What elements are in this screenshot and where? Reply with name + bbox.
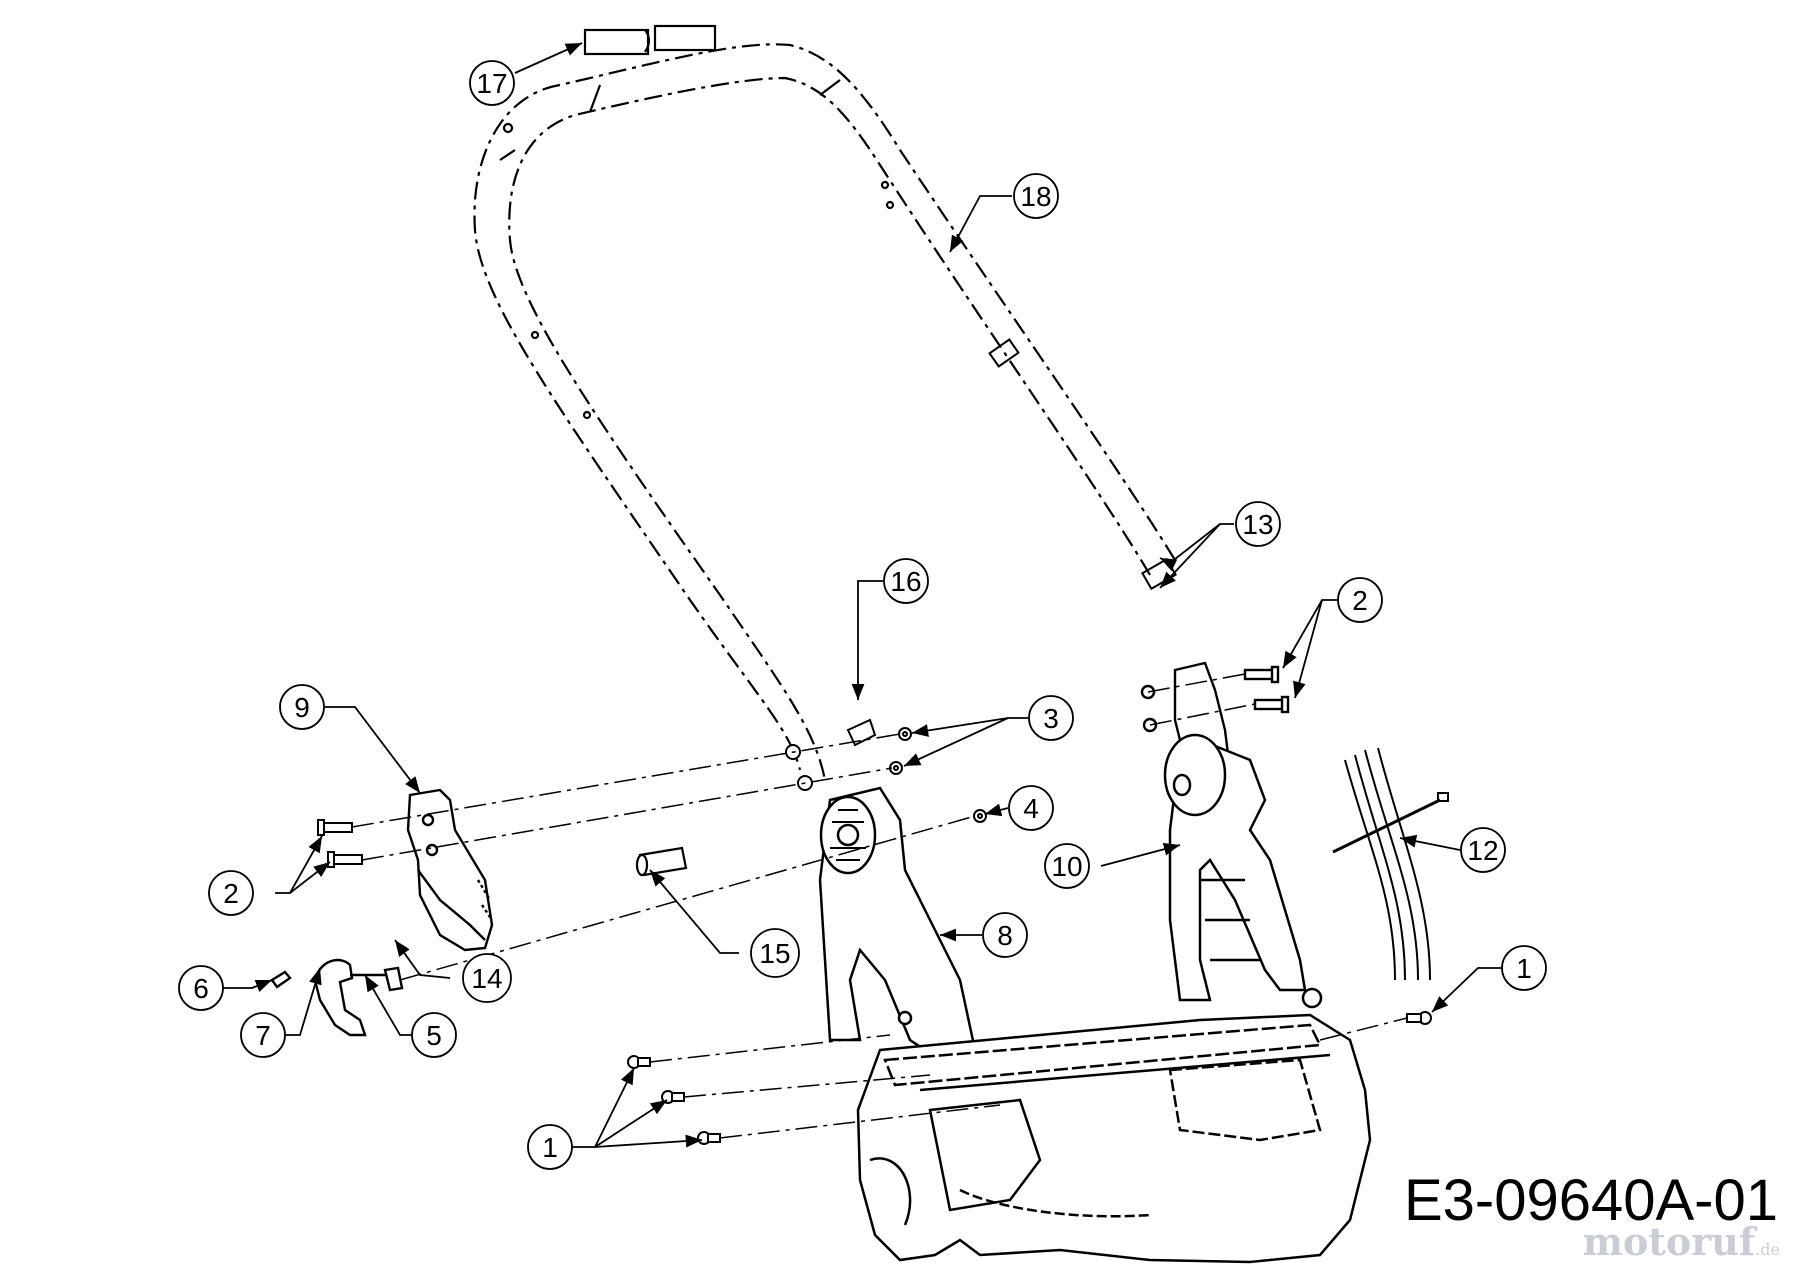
svg-text:13: 13 xyxy=(1242,509,1273,540)
callout-17: 17 xyxy=(469,60,515,106)
watermark-main: motoruf xyxy=(1582,1219,1756,1264)
callout-8: 8 xyxy=(982,912,1028,958)
svg-text:5: 5 xyxy=(426,1020,442,1051)
callout-1-right: 1 xyxy=(1501,945,1547,991)
leader-lines xyxy=(223,42,1502,1148)
svg-text:10: 10 xyxy=(1051,851,1082,882)
callout-12: 12 xyxy=(1460,827,1506,873)
svg-text:1: 1 xyxy=(1516,953,1532,984)
callout-1-left: 1 xyxy=(527,1124,573,1170)
svg-text:8: 8 xyxy=(997,920,1013,951)
left-height-arm xyxy=(818,786,977,1062)
callout-15: 15 xyxy=(750,928,800,978)
right-height-arm xyxy=(1163,733,1307,1002)
handle-grip xyxy=(583,24,717,56)
watermark-logo: motoruf.de xyxy=(1583,1219,1780,1264)
svg-text:2: 2 xyxy=(1352,585,1368,616)
svg-text:7: 7 xyxy=(255,1020,271,1051)
svg-text:15: 15 xyxy=(759,938,790,969)
svg-text:14: 14 xyxy=(471,963,502,994)
callout-9: 9 xyxy=(279,684,325,730)
svg-text:18: 18 xyxy=(1020,181,1051,212)
callout-5: 5 xyxy=(411,1012,457,1058)
callout-2-left: 2 xyxy=(208,870,254,916)
nuts-and-clip xyxy=(785,718,987,823)
callout-7: 7 xyxy=(240,1012,286,1058)
callout-2-right: 2 xyxy=(1337,577,1383,623)
upper-handle-bar xyxy=(473,43,1177,781)
mower-deck xyxy=(856,987,1372,1264)
callout-6: 6 xyxy=(178,965,224,1011)
svg-text:6: 6 xyxy=(193,973,209,1004)
svg-text:1: 1 xyxy=(542,1132,558,1163)
left-bolts xyxy=(317,819,363,868)
left-handle-bracket xyxy=(406,788,494,952)
watermark-suffix: .de xyxy=(1755,1240,1780,1259)
assembly-lines xyxy=(351,673,1408,1139)
callout-3: 3 xyxy=(1028,695,1074,741)
callout-18: 18 xyxy=(1013,173,1059,219)
quick-release-lever xyxy=(270,958,404,1037)
spacer-tube xyxy=(635,846,688,877)
callout-13: 13 xyxy=(1235,501,1281,547)
callout-4: 4 xyxy=(1008,785,1054,831)
callout-16: 16 xyxy=(883,558,929,604)
callout-14: 14 xyxy=(462,953,512,1003)
svg-text:3: 3 xyxy=(1043,703,1059,734)
svg-text:17: 17 xyxy=(476,68,507,99)
callout-10: 10 xyxy=(1044,843,1090,889)
drawing-number: E3-09640A-01 xyxy=(1403,1168,1778,1233)
cable-tie xyxy=(1332,747,1449,981)
svg-text:2: 2 xyxy=(223,878,239,909)
svg-text:4: 4 xyxy=(1023,793,1039,824)
svg-text:16: 16 xyxy=(890,566,921,597)
svg-text:9: 9 xyxy=(294,692,310,723)
svg-text:12: 12 xyxy=(1467,835,1498,866)
